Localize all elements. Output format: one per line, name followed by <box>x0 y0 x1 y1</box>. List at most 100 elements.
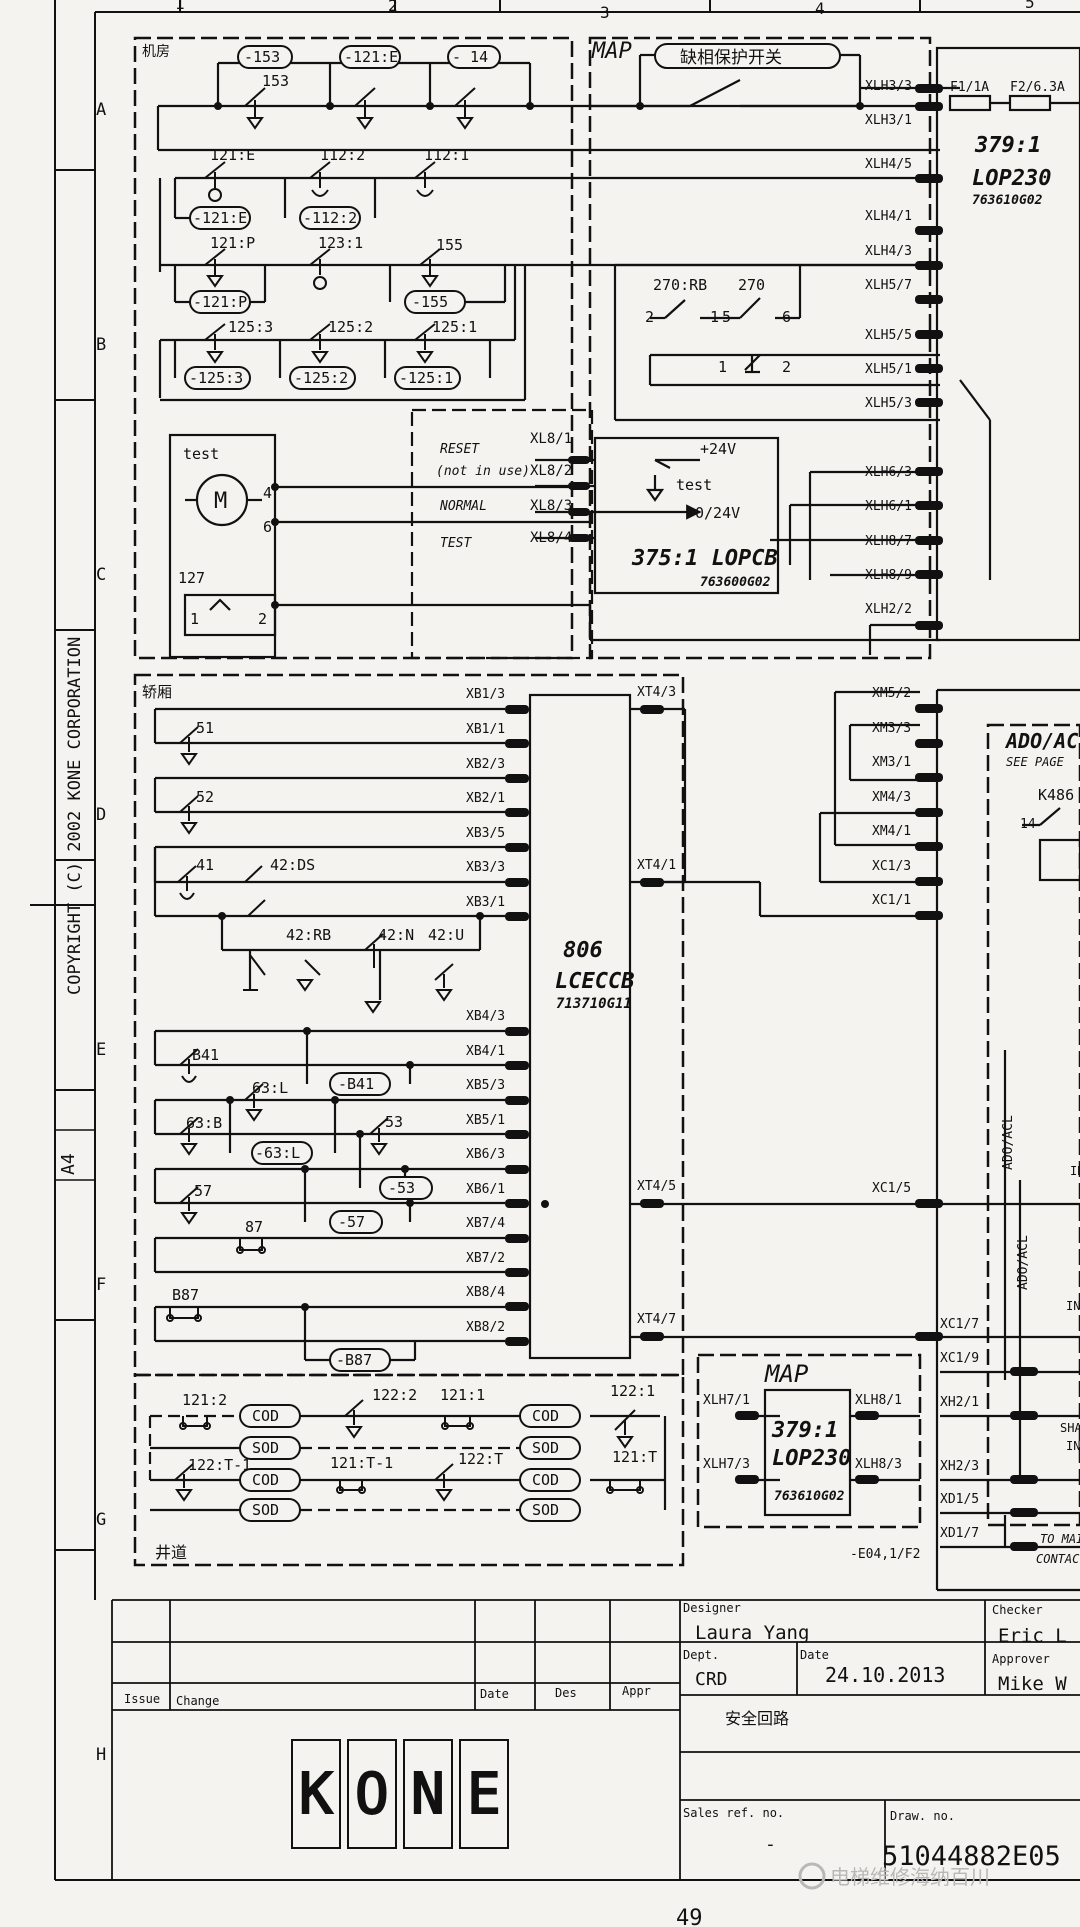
xlh8-1: XLH8/1 <box>855 1393 902 1408</box>
ado-vertical-2: ADO/ACL <box>1016 1235 1031 1290</box>
contact-b87-label: B87 <box>172 1286 199 1304</box>
xt4-5: XT4/5 <box>637 1179 676 1194</box>
coil-155-label: -155 <box>412 293 448 311</box>
relay-k486: K486 <box>1038 786 1074 804</box>
pin-2b: 2 <box>782 358 791 376</box>
des-header: Des <box>555 1686 577 1700</box>
sheet-frame <box>30 0 1080 1881</box>
cod-3: COD <box>532 1407 559 1425</box>
car-contact-symbols <box>166 726 454 1322</box>
motor-symbol: M <box>214 489 227 514</box>
contact-121t-label: 121:T <box>612 1448 657 1466</box>
sod-2: SOD <box>252 1501 279 1519</box>
pin-1a: 1 <box>710 308 719 326</box>
grid-row-E: E <box>96 1040 106 1060</box>
grid-row-C: C <box>96 565 106 585</box>
in-label-3: IN <box>1066 1439 1080 1453</box>
dept-value: CRD <box>695 1669 728 1690</box>
sales-ref-value: - <box>765 1834 776 1855</box>
xb1-1: XB1/1 <box>466 722 505 737</box>
xlh4-5: XLH4/5 <box>865 157 912 172</box>
car-coils <box>251 1072 433 1372</box>
xl8-2-label: XL8/2 <box>530 463 572 479</box>
contact-122t1-label: 122:T-1 <box>188 1456 251 1474</box>
contact-57-label: 57 <box>194 1182 212 1200</box>
xb2-1: XB2/1 <box>466 791 505 806</box>
contact-123-1-label: 123:1 <box>318 234 363 252</box>
date-header: Date <box>480 1687 509 1701</box>
xt4-7: XT4/7 <box>637 1312 676 1327</box>
xb5-3: XB5/3 <box>466 1078 505 1093</box>
xlh3-1: XLH3/1 <box>865 113 912 128</box>
cod-4: COD <box>532 1471 559 1489</box>
grid-col-3: 3 <box>600 3 610 22</box>
to-main-label: TO MAI <box>1040 1532 1080 1546</box>
grid-row-D: D <box>96 805 106 825</box>
row-b3-wiring <box>158 265 517 398</box>
test-box-dots <box>271 483 279 609</box>
grid-row-H: H <box>96 1745 106 1765</box>
lopcb-region <box>410 408 940 660</box>
cod-2: COD <box>252 1471 279 1489</box>
map-bottom-zone <box>696 1353 922 1529</box>
shaft-labels: 121:2 122:2 121:1 122:1 122:T-1 121:T-1 … <box>182 1382 657 1519</box>
contact-122-2-label: 122:2 <box>372 1386 417 1404</box>
grid-row-B: B <box>96 335 106 355</box>
lop-top-part: 763610G02 <box>972 193 1043 208</box>
draw-no-label: Draw. no. <box>890 1809 955 1823</box>
lop-bottom-connectors <box>735 1411 879 1484</box>
xh2-3: XH2/3 <box>940 1459 979 1474</box>
mid-wiring <box>660 688 1080 1592</box>
switch-270-label: 270 <box>738 276 765 294</box>
contact-53-label: 53 <box>385 1113 403 1131</box>
approver-label: Approver <box>992 1652 1050 1666</box>
xlh8-3: XLH8/3 <box>855 1457 902 1472</box>
test-box <box>168 433 940 659</box>
motor-pin-4: 4 <box>263 484 272 502</box>
grid-col-4: 4 <box>815 0 825 18</box>
xd1-5: XD1/5 <box>940 1492 979 1507</box>
page-number: 49 <box>676 1906 703 1927</box>
switch-127-pin1: 1 <box>190 610 199 628</box>
xc1-3: XC1/3 <box>872 859 911 874</box>
appr-header: Appr <box>622 1684 651 1698</box>
row-b1-wiring <box>158 176 940 272</box>
lop-bottom-part: 763610G02 <box>774 1489 845 1504</box>
contact-121t1-label: 121:T-1 <box>330 1454 393 1472</box>
sod-1: SOD <box>252 1439 279 1457</box>
contact-125-1-label: 125:1 <box>432 318 477 336</box>
signal-test: TEST <box>440 536 472 551</box>
coil-125-1-label: -125:1 <box>399 369 453 387</box>
contact-155-label: 155 <box>436 236 463 254</box>
motor-pin-6: 6 <box>263 518 272 536</box>
row-b2-labels: 121:P 123:1 155 -121:P -155 <box>193 234 463 311</box>
ref-e04: -E04,1/F2 <box>850 1547 920 1562</box>
logo-letter-n: N <box>411 1762 445 1827</box>
logo-letter-k: K <box>299 1762 333 1827</box>
grid-row-G: G <box>96 1510 106 1530</box>
watermark: 电梯维修海纳百川 <box>798 1862 990 1890</box>
grid-col-2: 2 <box>388 0 398 15</box>
xlh7-3: XLH7/3 <box>703 1457 750 1472</box>
title-block-text: Issue Change Date Des Appr Designer Laur… <box>124 1601 1067 1872</box>
relay-pin-14: 14 <box>1020 817 1036 832</box>
contact-42rb-label: 42:RB <box>286 926 331 944</box>
map-top-zone <box>588 36 932 660</box>
xlh5-3: XLH5/3 <box>865 396 912 411</box>
coil-125-2-label: -125:2 <box>294 369 348 387</box>
draw-no-value: 51044882E05 <box>882 1841 1061 1872</box>
lceccb-box <box>528 693 660 1360</box>
title-block-grid <box>111 1599 1080 1880</box>
shaft-label: 井道 <box>155 1543 187 1562</box>
logo-letter-e: E <box>467 1762 501 1827</box>
test-label: test <box>183 445 219 463</box>
contact-52-label: 52 <box>196 788 214 806</box>
xb3-3: XB3/3 <box>466 860 505 875</box>
contact-b41-label: B41 <box>192 1046 219 1064</box>
contac-label: CONTAC <box>1036 1552 1080 1566</box>
lceccb-labels: 806 LCECCB 713710G11 XB1/3 XB1/1 XB2/3 X… <box>466 685 676 1335</box>
xb1-3: XB1/3 <box>466 687 505 702</box>
switch-270-wiring <box>613 263 940 422</box>
in-label-1: IN <box>1070 1164 1080 1178</box>
grid-col-1: 1 <box>175 0 185 13</box>
